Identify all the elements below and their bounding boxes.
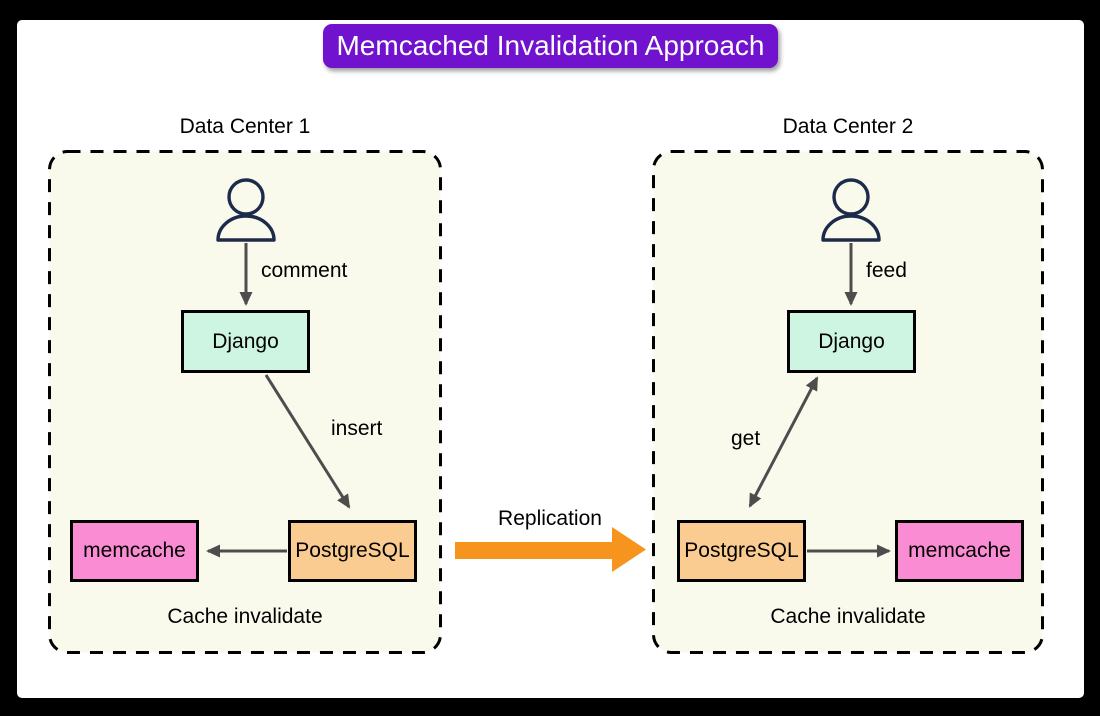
person-icon xyxy=(821,178,881,242)
replication-arrow-label: Replication xyxy=(498,507,602,530)
page-title: Memcached Invalidation Approach xyxy=(336,30,765,61)
insert-arrow xyxy=(264,374,351,509)
cache-invalidate-note-dc2: Cache invalidate xyxy=(770,605,926,628)
datacenter-2-label: Data Center 2 xyxy=(782,115,914,138)
django-node-label: Django xyxy=(818,329,885,353)
replication-arrow xyxy=(455,527,646,572)
django-node-dc2: Django xyxy=(787,310,916,373)
cache-invalidate-note-dc1: Cache invalidate xyxy=(167,605,323,628)
person-icon xyxy=(216,178,276,242)
django-node-dc1: Django xyxy=(181,310,310,373)
get-arrow xyxy=(748,376,819,508)
memcache-node-label: memcache xyxy=(83,539,186,562)
postgresql-node-label: PostgreSQL xyxy=(684,539,799,562)
postgresql-node-dc2: PostgreSQL xyxy=(677,520,806,582)
comment-arrow-label: comment xyxy=(261,259,348,282)
title-banner: Memcached Invalidation Approach xyxy=(323,24,778,68)
insert-arrow-label: insert xyxy=(331,417,383,440)
get-arrow-label: get xyxy=(731,427,761,450)
postgresql-node-dc1: PostgreSQL xyxy=(288,520,417,582)
django-node-label: Django xyxy=(212,329,279,353)
memcache-node-dc1: memcache xyxy=(70,520,199,582)
postgresql-node-label: PostgreSQL xyxy=(295,539,410,562)
memcache-node-dc2: memcache xyxy=(895,520,1024,582)
memcache-node-label: memcache xyxy=(908,539,1011,562)
datacenter-1-label: Data Center 1 xyxy=(179,115,311,138)
feed-arrow-label: feed xyxy=(866,259,907,282)
